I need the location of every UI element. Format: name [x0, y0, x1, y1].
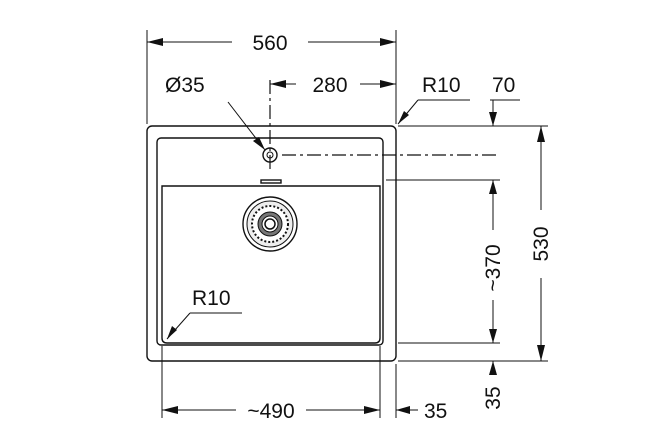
bowl-outline	[161, 185, 381, 344]
dimension-bottom-margin: 35	[482, 330, 505, 410]
tap-hole-offset-label: 280	[312, 74, 347, 97]
drain-strainer-icon	[242, 196, 298, 252]
tap-hole-diameter-label: Ø35	[165, 74, 205, 97]
dimension-bowl-width: ~490	[161, 346, 397, 423]
dimension-bowl-radius: R10	[166, 287, 242, 340]
dimension-tap-hole: Ø35 280	[165, 74, 500, 172]
bowl-radius-label: R10	[192, 287, 231, 310]
dimension-outer-radius: R10	[397, 74, 470, 125]
dimension-top-margin: 70	[489, 74, 520, 196]
overall-depth-label: 530	[530, 226, 553, 261]
right-margin-label: 35	[424, 400, 447, 423]
outer-radius-label: R10	[422, 74, 461, 97]
bottom-margin-label: 35	[482, 386, 505, 409]
dimension-overall-depth: 530	[530, 126, 553, 361]
overflow-slot	[260, 179, 282, 184]
overall-width-label: 560	[252, 32, 287, 55]
dimension-bowl-depth: ~370	[482, 196, 505, 343]
sink-outer-outline	[146, 125, 397, 362]
dimension-right-margin: 35	[396, 400, 447, 423]
bowl-depth-label: ~370	[482, 244, 505, 291]
top-margin-label: 70	[492, 74, 515, 97]
bowl-width-label: ~490	[247, 400, 294, 423]
dimension-overall-width: 560	[146, 30, 397, 124]
